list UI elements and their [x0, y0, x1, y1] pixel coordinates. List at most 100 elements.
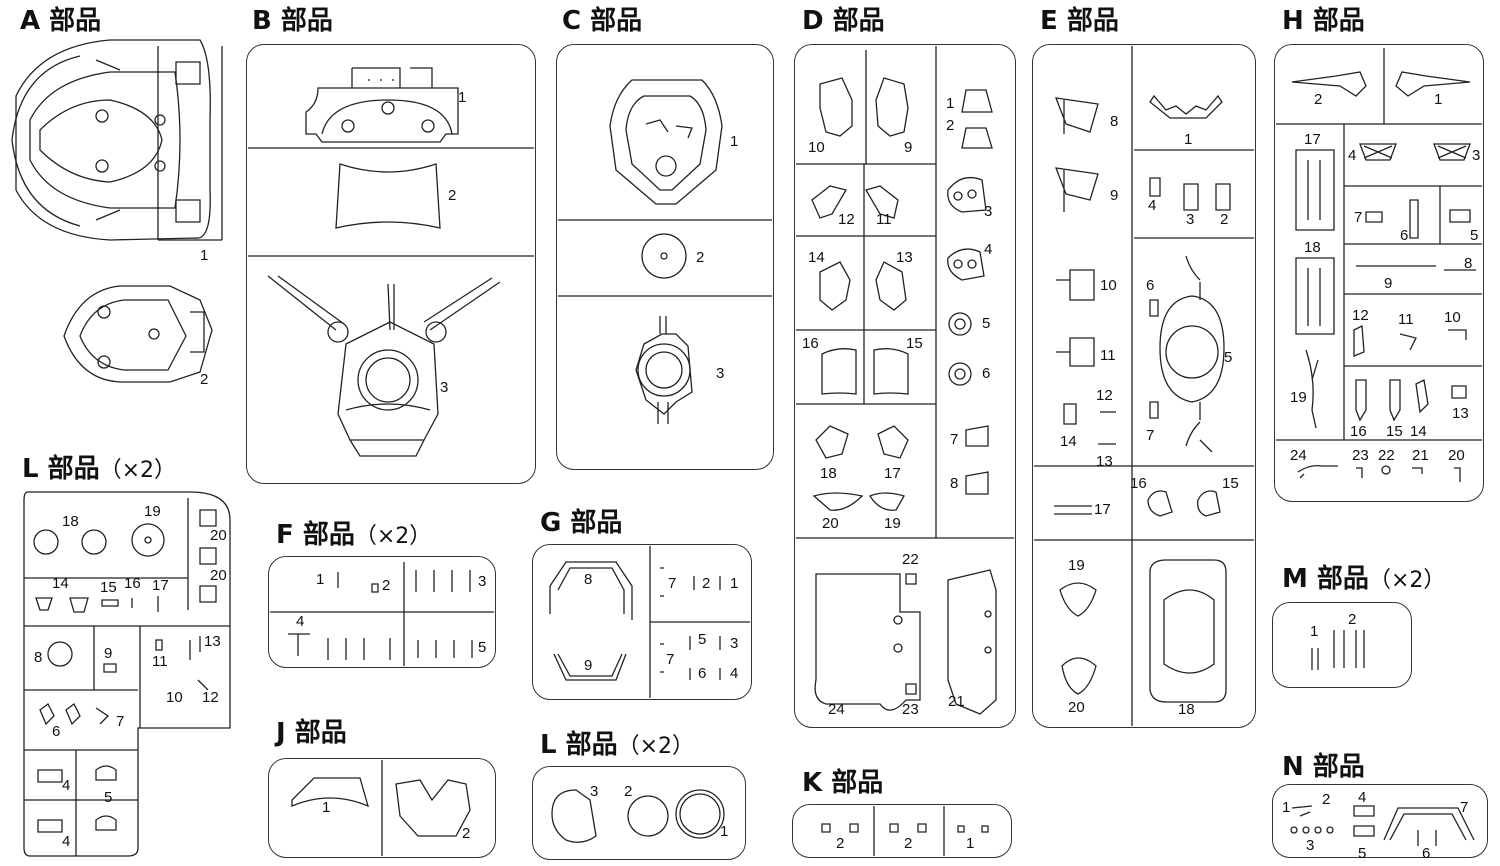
part-number-a2: 2 [200, 371, 209, 388]
part-number-j2: 2 [462, 825, 471, 842]
part-number-h4: 4 [1348, 147, 1357, 164]
part-number-b1: 1 [458, 89, 467, 106]
part-number-l20a: 20 [210, 527, 227, 544]
part-number-l10: 10 [166, 689, 183, 706]
part-number-g8: 8 [584, 571, 593, 588]
group-title-j: J 部品 [276, 718, 347, 748]
part-number-c2: 2 [696, 249, 705, 266]
part-number-e14: 14 [1060, 433, 1077, 450]
part-number-h5: 5 [1470, 227, 1479, 244]
part-number-h24: 24 [1290, 447, 1307, 464]
part-number-e18: 18 [1178, 701, 1195, 718]
sprue-frame-l-2 [532, 766, 746, 860]
group-title-b: B 部品 [252, 6, 333, 36]
part-number-d8: 8 [950, 475, 959, 492]
part-number-e7: 7 [1146, 427, 1155, 444]
part-number-h9: 9 [1384, 275, 1393, 292]
part-number-d17: 17 [884, 465, 901, 482]
part-number-d23: 23 [902, 701, 919, 718]
part-number-f4: 4 [296, 613, 305, 630]
part-number-h11: 11 [1398, 311, 1414, 328]
part-number-e16: 16 [1130, 475, 1147, 492]
part-number-g5: 5 [698, 631, 707, 648]
part-number-d5: 5 [982, 315, 991, 332]
part-number-l20b: 20 [210, 567, 227, 584]
sprue-frame-d [794, 44, 1016, 728]
part-number-n3: 3 [1306, 837, 1315, 854]
part-number-h6: 6 [1400, 227, 1409, 244]
part-number-h12: 12 [1352, 307, 1369, 324]
part-number-c1: 1 [730, 133, 739, 150]
part-number-b2: 2 [448, 187, 457, 204]
group-title-f: F 部品（×2） [276, 520, 432, 550]
part-number-h23: 23 [1352, 447, 1369, 464]
part-number-n1: 1 [1282, 799, 1291, 816]
part-number-f2: 2 [382, 577, 391, 594]
part-number-l18: 18 [62, 513, 79, 530]
part-number-m2: 2 [1348, 611, 1357, 628]
part-number-e8: 8 [1110, 113, 1119, 130]
part-number-k2a: 2 [836, 835, 845, 852]
part-number-b3: 3 [440, 379, 449, 396]
part-number-h8: 8 [1464, 255, 1473, 272]
part-number-d13: 13 [896, 249, 913, 266]
part-number-h17: 17 [1304, 131, 1321, 148]
part-number-e13: 13 [1096, 453, 1113, 470]
part-number-h10: 10 [1444, 309, 1461, 326]
part-number-g1: 1 [730, 575, 739, 592]
sprue-frame-n [1272, 784, 1488, 858]
part-number-k1: 1 [966, 835, 975, 852]
group-title-a: A 部品 [20, 6, 102, 36]
part-number-l11: 11 [152, 653, 168, 670]
part-number-h7: 7 [1354, 209, 1363, 226]
part-number-c3: 3 [716, 365, 725, 382]
part-number-f3: 3 [478, 573, 487, 590]
part-number-n2: 2 [1322, 791, 1331, 808]
part-number-h1: 1 [1434, 91, 1443, 108]
part-number-l19: 19 [144, 503, 161, 520]
part-number-h20: 20 [1448, 447, 1465, 464]
part-number-d18: 18 [820, 465, 837, 482]
part-number-d20: 20 [822, 515, 839, 532]
part-number-d21: 21 [948, 693, 965, 710]
sprue-frame-c [556, 44, 774, 470]
part-number-g2: 2 [702, 575, 711, 592]
part-number-f5: 5 [478, 639, 487, 656]
part-number-d19: 19 [884, 515, 901, 532]
part-number-d10: 10 [808, 139, 825, 156]
part-number-h15: 15 [1386, 423, 1403, 440]
group-title-l-2: L 部品（×2） [540, 730, 695, 760]
group-title-m: M 部品（×2） [1282, 564, 1446, 594]
part-number-l12: 12 [202, 689, 219, 706]
part-number-d2: 2 [946, 117, 955, 134]
part-number-l4a: 4 [62, 777, 71, 794]
part-number-e12: 12 [1096, 387, 1113, 404]
group-title-k: K 部品 [802, 768, 884, 798]
part-number-d24: 24 [828, 701, 845, 718]
part-number-l15: 15 [100, 579, 117, 596]
part-number-e15: 15 [1222, 475, 1239, 492]
part-number-g7b: 7 [666, 651, 675, 668]
part-number-e17: 17 [1094, 501, 1111, 518]
part-number-h18: 18 [1304, 239, 1321, 256]
part-number-h2: 2 [1314, 91, 1323, 108]
part-number-l16: 16 [124, 575, 141, 592]
part-number-d22: 22 [902, 551, 919, 568]
part-number-f1: 1 [316, 571, 325, 588]
part-number-d9: 9 [904, 139, 913, 156]
group-title-d: D 部品 [802, 6, 885, 36]
part-number-l6: 6 [52, 723, 61, 740]
part-number-e2: 2 [1220, 211, 1229, 228]
part-number-h16: 16 [1350, 423, 1367, 440]
part-number-h19: 19 [1290, 389, 1307, 406]
part-number-h21: 21 [1412, 447, 1429, 464]
part-number-e3: 3 [1186, 211, 1195, 228]
group-title-l-1: L 部品（×2） [22, 454, 177, 484]
part-number-l5: 5 [104, 789, 113, 806]
part-number-l2-2: 2 [624, 783, 633, 800]
part-number-d16: 16 [802, 335, 819, 352]
part-number-d1: 1 [946, 95, 955, 112]
part-number-d4: 4 [984, 241, 993, 258]
part-number-l9: 9 [104, 645, 113, 662]
